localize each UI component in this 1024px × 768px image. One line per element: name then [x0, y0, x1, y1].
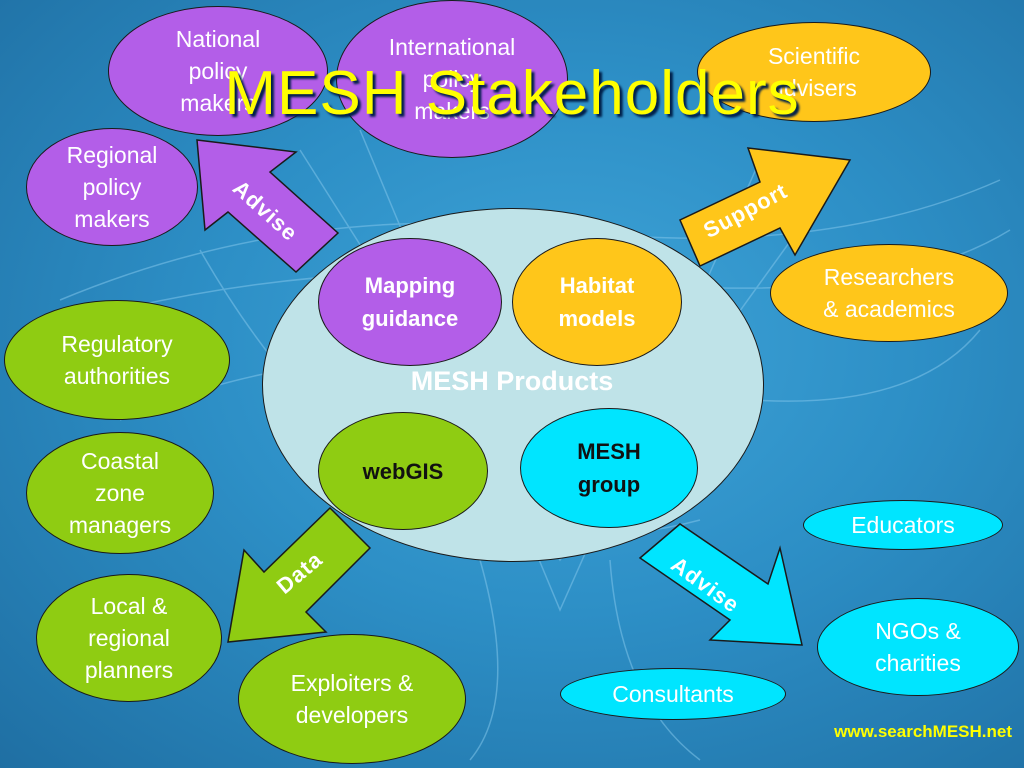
- educators: Educators: [803, 500, 1003, 550]
- exploiters-developers: Exploiters &developers: [238, 634, 466, 764]
- website-url[interactable]: www.searchMESH.net: [834, 722, 1012, 741]
- researchers-academics: Researchers& academics: [770, 244, 1008, 342]
- mesh-group: MESH group: [520, 408, 698, 528]
- mesh-products-label: MESH Products: [410, 366, 614, 396]
- webgis: webGIS: [318, 412, 488, 530]
- ngos-charities: NGOs &charities: [817, 598, 1019, 696]
- consultants: Consultants: [560, 668, 786, 720]
- mapping-guidance: Mapping guidance: [318, 238, 502, 366]
- page-title: MESH Stakeholders: [224, 59, 800, 128]
- habitat-models: Habitat models: [512, 238, 682, 366]
